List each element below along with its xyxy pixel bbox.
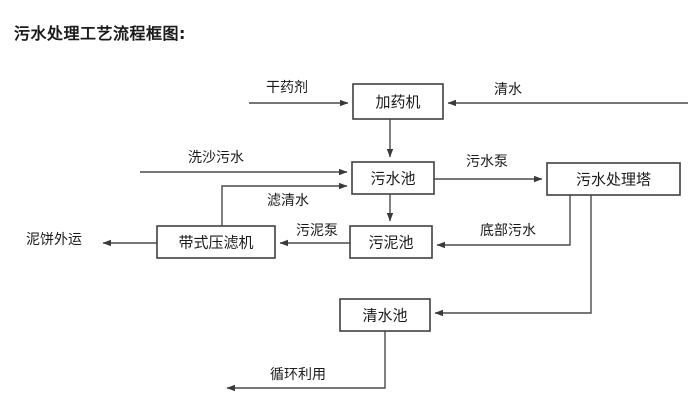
edge-label-bottom-sewage: 底部污水 <box>480 223 536 239</box>
edge-sand-wastewater: 洗沙污水 <box>140 150 348 176</box>
edge-label-sludge-pump: 污泥泵 <box>296 223 338 239</box>
node-label-sludge-pool: 污泥池 <box>368 234 413 252</box>
edge-tower-to-clear <box>434 195 592 317</box>
node-clear-pool[interactable]: 清水池 <box>339 298 431 332</box>
edge-mud-cake-out: 泥饼外运 <box>26 232 157 248</box>
edge-label-sewage-pump: 污水泵 <box>466 154 508 170</box>
edge-bottom-sewage: 底部污水 <box>436 195 571 249</box>
page-title: 污水处理工艺流程框图: <box>14 24 186 43</box>
node-label-filter-press: 带式压滤机 <box>178 234 253 252</box>
edge-label-recycle-out: 循环利用 <box>270 367 326 383</box>
node-label-sewage-pool: 污水池 <box>370 170 415 188</box>
edge-recycle-out: 循环利用 <box>226 331 386 392</box>
edge-label-clean-water: 清水 <box>494 82 522 98</box>
edge-clean-water-in: 清水 <box>447 82 688 107</box>
edge-filtered-water: 滤清水 <box>221 182 348 226</box>
node-treatment-tower[interactable]: 污水处理塔 <box>546 162 681 196</box>
edge-label-mud-cake-out: 泥饼外运 <box>26 232 82 248</box>
edge-label-filtered-water: 滤清水 <box>267 193 309 209</box>
node-sludge-pool[interactable]: 污泥池 <box>349 225 433 259</box>
node-sewage-pool[interactable]: 污水池 <box>351 161 435 195</box>
edge-label-dry-chemical: 干药剂 <box>266 80 308 96</box>
node-dosing-machine[interactable]: 加药机 <box>352 83 444 120</box>
node-label-clear-pool: 清水池 <box>362 307 407 325</box>
node-filter-press[interactable]: 带式压滤机 <box>156 225 276 259</box>
edge-sludge-pump: 污泥泵 <box>279 223 350 247</box>
node-label-dosing-machine: 加药机 <box>375 93 420 111</box>
node-label-treatment-tower: 污水处理塔 <box>576 171 651 189</box>
edge-sewage-pump: 污水泵 <box>434 154 543 183</box>
edge-dry-chemical-in: 干药剂 <box>249 80 349 107</box>
edge-label-sand-wastewater: 洗沙污水 <box>188 150 244 166</box>
